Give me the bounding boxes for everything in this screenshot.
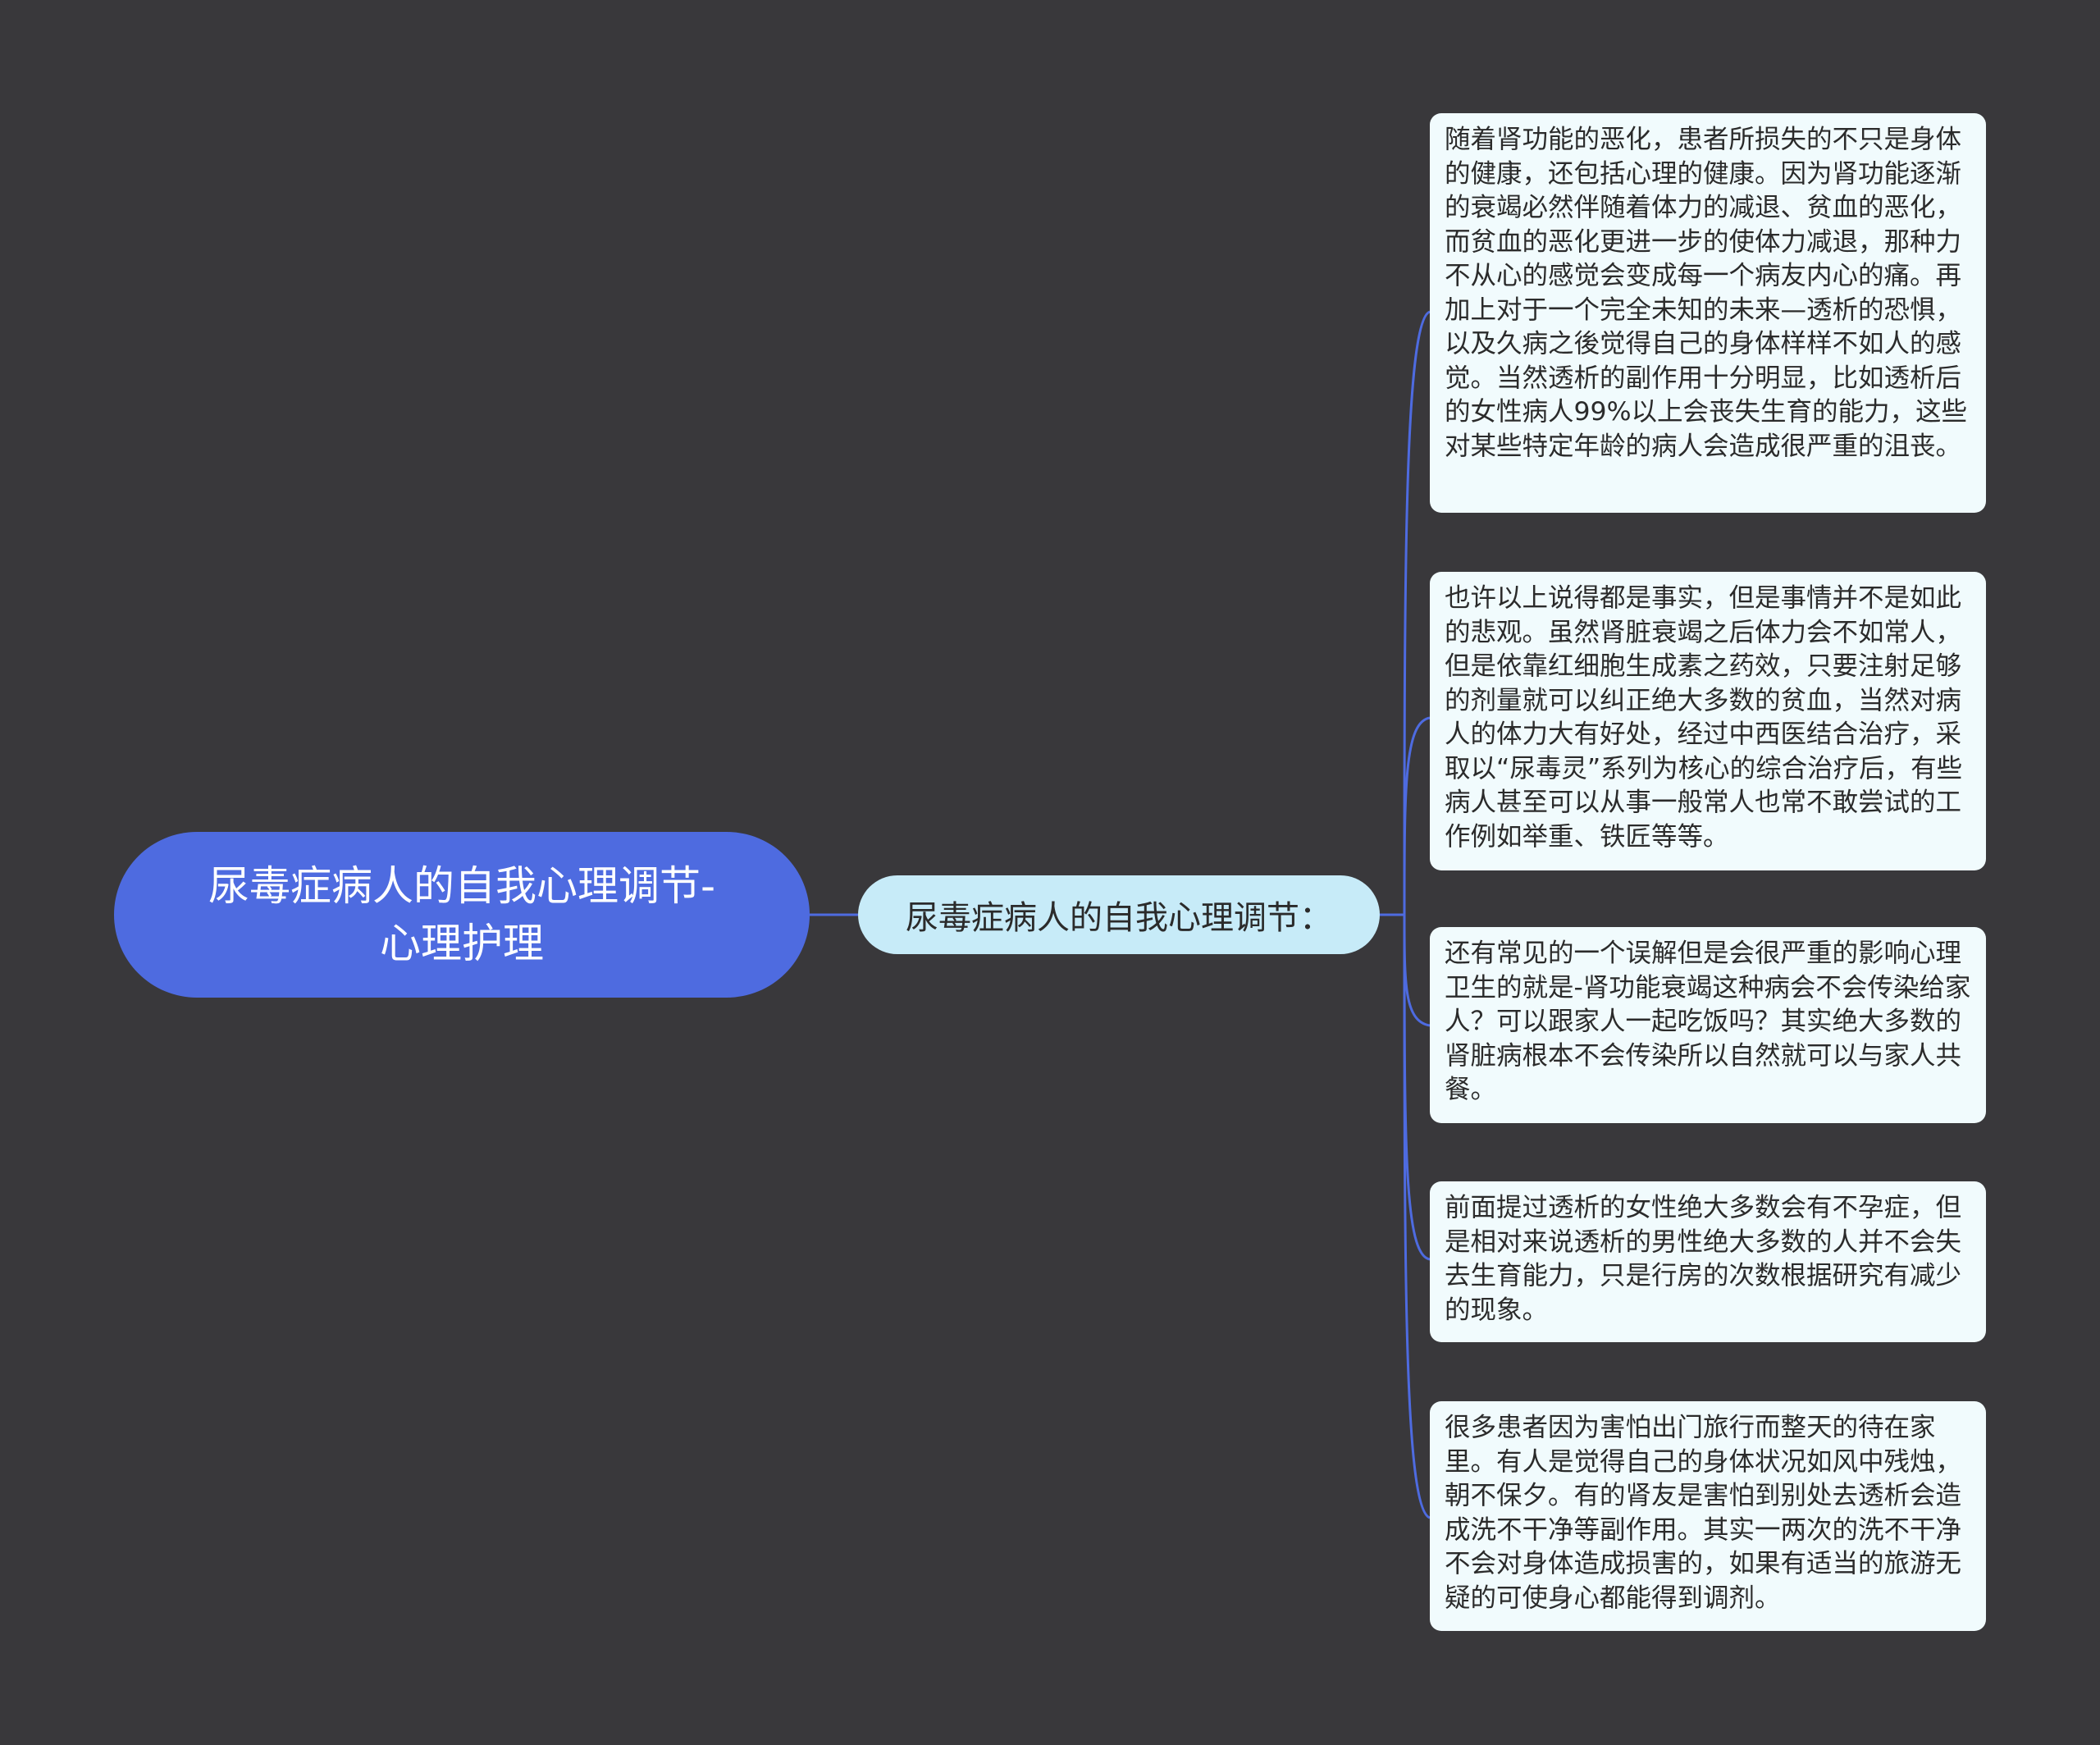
leaf-topic-5[interactable]: 很多患者因为害怕出门旅行而整天的待在家里。有人是觉得自己的身体状况如风中残烛，朝…: [1430, 1401, 1986, 1631]
branch-topic[interactable]: 尿毒症病人的自我心理调节：: [858, 875, 1380, 954]
connector-leaf-2: [1403, 716, 1431, 916]
connector-leaf-3: [1403, 914, 1431, 1027]
root-topic[interactable]: 尿毒症病人的自我心理调节-心理护理: [114, 832, 810, 998]
root-topic-label: 尿毒症病人的自我心理调节-心理护理: [208, 862, 716, 967]
leaf-topic-3[interactable]: 还有常见的一个误解但是会很严重的影响心理卫生的就是-肾功能衰竭这种病会不会传染给…: [1430, 927, 1986, 1123]
leaf-topic-1-text: 随着肾功能的恶化，患者所损失的不只是身体的健康，还包括心理的健康。因为肾功能逐渐…: [1445, 125, 1968, 461]
leaf-topic-2[interactable]: 也许以上说得都是事实，但是事情并不是如此的悲观。虽然肾脏衰竭之后体力会不如常人，…: [1430, 572, 1986, 870]
leaf-topic-1[interactable]: 随着肾功能的恶化，患者所损失的不只是身体的健康，还包括心理的健康。因为肾功能逐渐…: [1430, 113, 1986, 513]
leaf-topic-5-text: 很多患者因为害怕出门旅行而整天的待在家里。有人是觉得自己的身体状况如风中残烛，朝…: [1445, 1413, 1962, 1613]
leaf-topic-4[interactable]: 前面提过透析的女性绝大多数会有不孕症，但是相对来说透析的男性绝大多数的人并不会失…: [1430, 1181, 1986, 1342]
leaf-topic-4-text: 前面提过透析的女性绝大多数会有不孕症，但是相对来说透析的男性绝大多数的人并不会失…: [1445, 1193, 1962, 1325]
connector-leaf-5: [1403, 914, 1431, 1519]
leaf-topic-3-text: 还有常见的一个误解但是会很严重的影响心理卫生的就是-肾功能衰竭这种病会不会传染给…: [1445, 939, 1971, 1104]
branch-topic-label: 尿毒症病人的自我心理调节：: [906, 899, 1332, 937]
leaf-topic-2-text: 也许以上说得都是事实，但是事情并不是如此的悲观。虽然肾脏衰竭之后体力会不如常人，…: [1445, 583, 1963, 852]
connector-leaf-1: [1403, 310, 1431, 916]
connector-leaf-4: [1403, 914, 1431, 1261]
